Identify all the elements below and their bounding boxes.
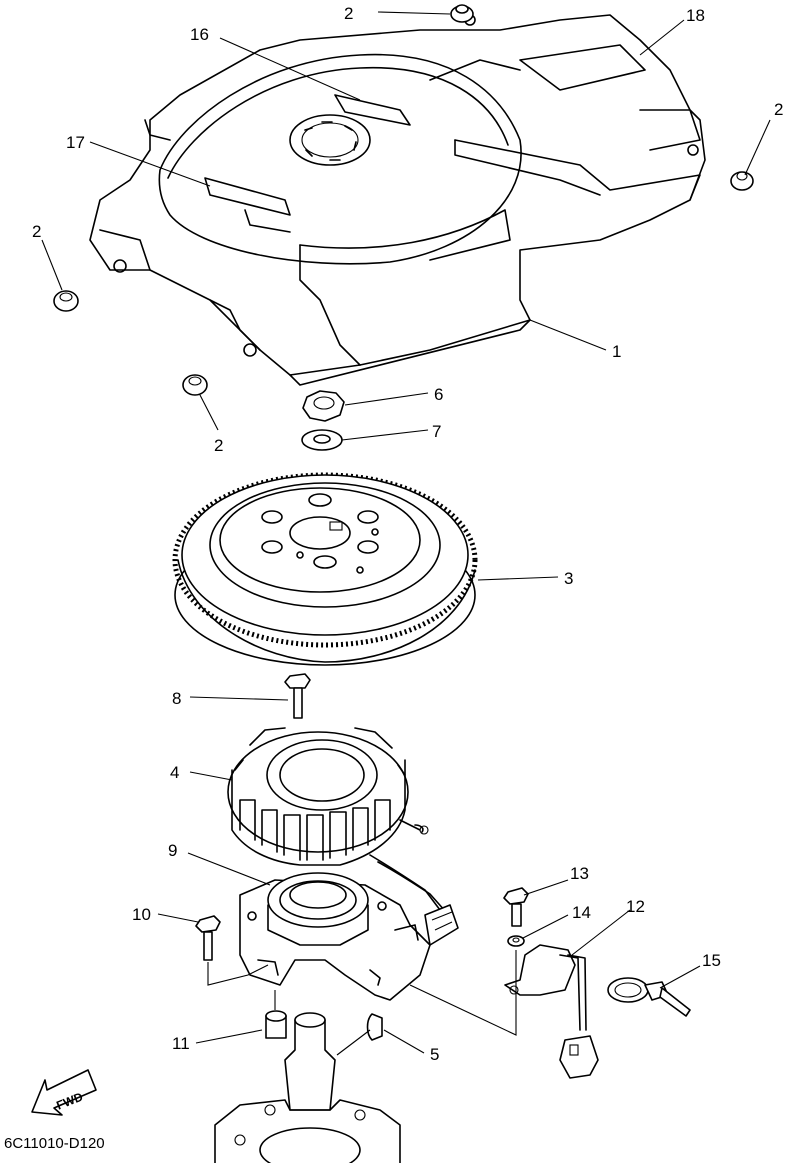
flywheel [172,472,478,666]
stator-lead-wire [369,854,459,946]
pulser-coil-washer [507,935,525,947]
callout-6: 6 [434,385,443,404]
callout-5: 5 [430,1045,439,1064]
callout-8: 8 [172,689,181,708]
grommet-right [730,171,754,191]
fwd-arrow-icon: FWD [31,1069,97,1116]
callout-10: 10 [132,905,151,924]
callout-7: 7 [432,422,441,441]
callout-4: 4 [170,763,179,782]
callout-18: 18 [686,6,705,25]
flywheel-cover [89,14,706,386]
callout-16: 16 [190,25,209,44]
stator-bolt [284,673,311,790]
woodruff-key [366,1013,383,1041]
diagram-code: 6C11010-D120 [4,1135,105,1152]
washer [301,429,343,451]
cable-tie [607,977,691,1017]
crankcase-top [214,1099,401,1163]
leader-lines [41,11,771,1056]
flywheel-nut [302,390,345,422]
base-plate-bolt [195,915,269,986]
callout-2-left: 2 [32,222,41,241]
callout-2-right: 2 [774,100,783,119]
callout-2-bottom: 2 [214,436,223,455]
stator [227,727,429,866]
callout-17: 17 [66,133,85,152]
callout-1: 1 [612,342,621,361]
grommet-left [53,290,79,312]
base-plate [239,872,431,1001]
callout-15: 15 [702,951,721,970]
callout-2-top: 2 [344,4,353,23]
callout-14: 14 [572,903,591,922]
callout-11: 11 [172,1034,190,1053]
callout-13: 13 [570,864,589,883]
grommet-bottom [182,374,208,396]
collar [265,990,287,1039]
callout-12: 12 [626,897,645,916]
grommet-top [450,4,474,23]
pulser-coil [409,944,599,1079]
callout-3: 3 [564,569,573,588]
crankshaft-end [284,1012,336,1111]
pulser-coil-bolt [503,887,529,927]
callout-9: 9 [168,841,177,860]
